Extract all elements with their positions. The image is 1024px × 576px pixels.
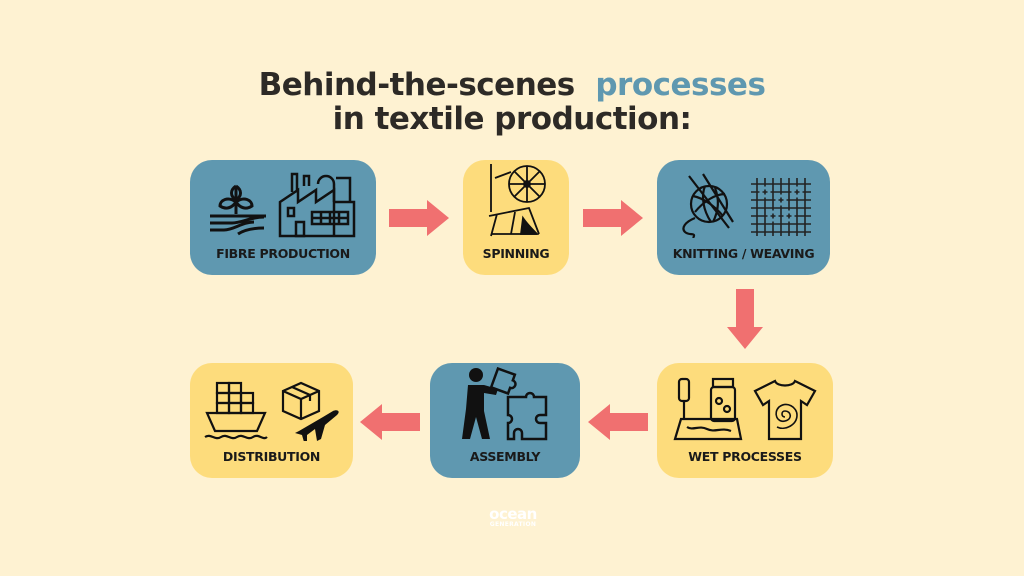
step-label: DISTRIBUTION (222, 449, 321, 464)
arrow-right-icon (389, 200, 449, 236)
woven-fabric-icon (750, 178, 811, 236)
spinning-wheel-icon (488, 164, 546, 237)
logo-line1: ocean (489, 505, 537, 523)
ocean-generation-logo: ocean GENERATION (483, 507, 543, 528)
logo-line2: GENERATION (489, 521, 537, 528)
person-puzzle-icon (462, 367, 548, 441)
step-label: SPINNING (482, 246, 550, 261)
step-distribution: DISTRIBUTION (190, 363, 353, 478)
arrow-down-icon (727, 289, 763, 349)
factory-icon (278, 172, 356, 238)
yarn-ball-needles-icon (681, 173, 734, 238)
step-label: KNITTING / WEAVING (672, 246, 815, 261)
title-highlight: processes (595, 67, 766, 103)
step-label: ASSEMBLY (469, 449, 541, 464)
step-label: WET PROCESSES (688, 449, 802, 464)
step-wet-processes: WET PROCESSES (657, 363, 833, 478)
package-plane-icon (281, 381, 339, 441)
dye-bottle-icon (673, 377, 743, 441)
tie-dye-shirt-icon (753, 379, 817, 441)
arrow-left-icon (360, 404, 420, 440)
page-title: Behind-the-scenes processes in textile p… (0, 68, 1024, 136)
arrow-right-icon (583, 200, 643, 236)
step-knitting-weaving: KNITTING / WEAVING (657, 160, 830, 275)
cargo-ship-icon (203, 381, 268, 440)
step-assembly: ASSEMBLY (430, 363, 580, 478)
title-text: Behind-the-scenes (258, 67, 576, 103)
step-label: FIBRE PRODUCTION (216, 246, 350, 261)
step-spinning: SPINNING (463, 160, 569, 275)
step-fibre-production: FIBRE PRODUCTION (190, 160, 376, 275)
plant-field-icon (210, 184, 266, 236)
title-line2: in textile production: (332, 101, 692, 137)
arrow-left-icon (588, 404, 648, 440)
